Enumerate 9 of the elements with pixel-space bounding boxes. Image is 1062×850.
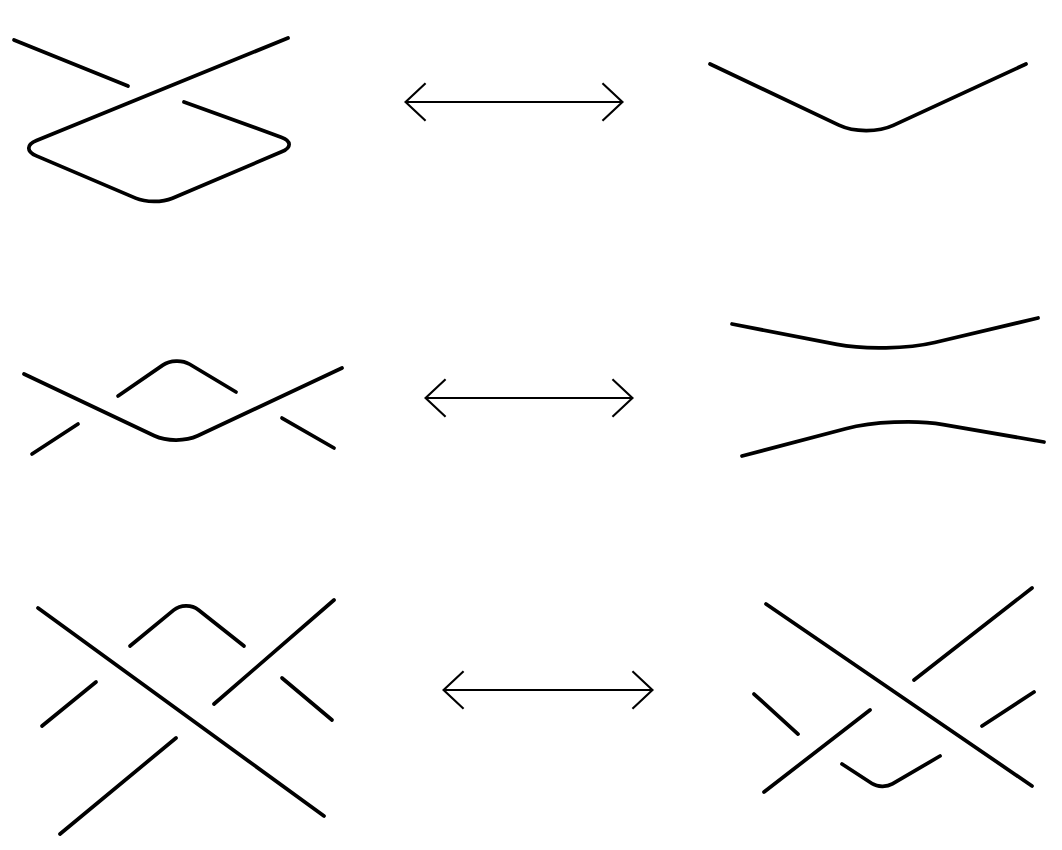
double-arrow <box>424 378 634 418</box>
knot-diagram <box>708 62 1028 133</box>
knot-diagram <box>12 36 291 204</box>
knot-diagram <box>22 359 344 456</box>
knot-diagram <box>36 598 336 836</box>
knot-diagram <box>752 586 1036 794</box>
double-arrow <box>404 82 624 122</box>
double-arrow <box>442 670 654 710</box>
knot-diagram <box>730 316 1046 458</box>
